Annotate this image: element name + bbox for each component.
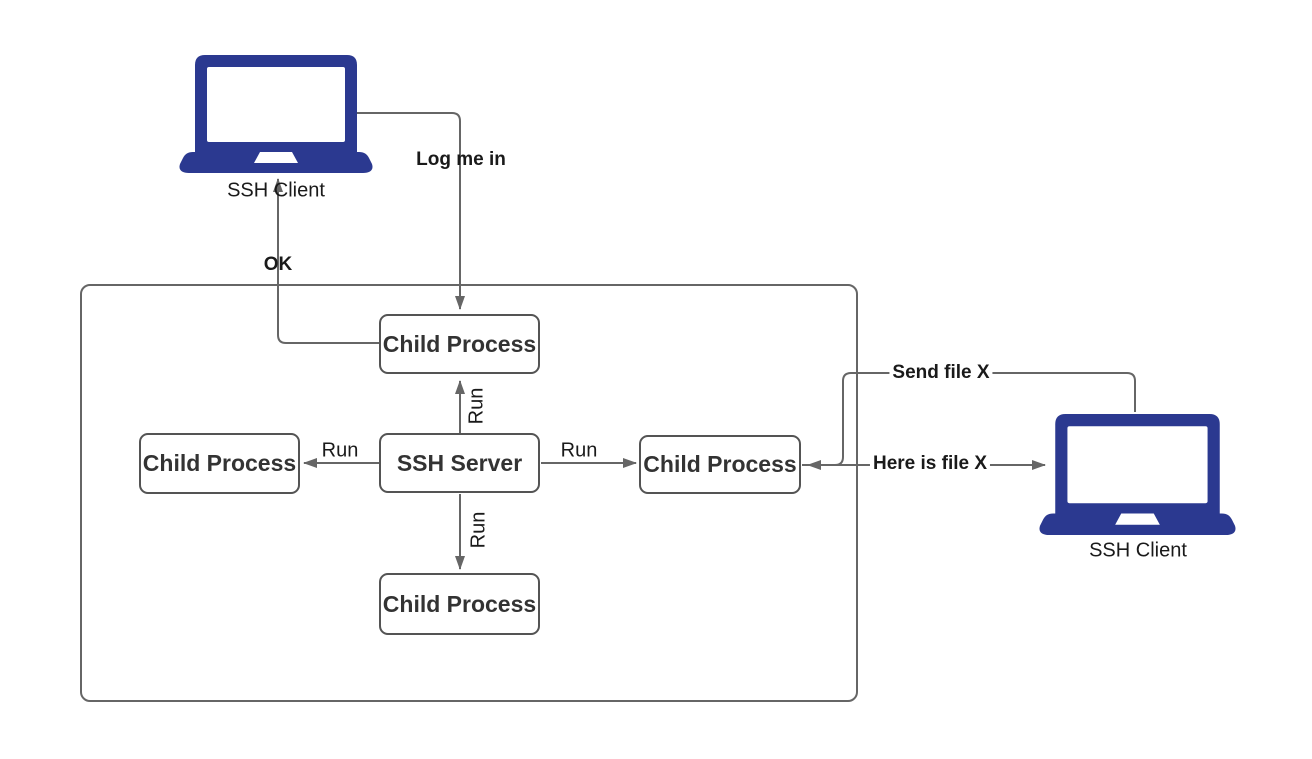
laptop-icon	[1039, 414, 1236, 535]
label-ssh-client-left: SSH Client	[227, 179, 325, 202]
edge-label-send-file-x: Send file X	[889, 362, 993, 384]
edge-label-run-top: Run	[465, 387, 488, 425]
server-boundary-box	[80, 284, 858, 702]
edge-label-run-right: Run	[560, 439, 598, 462]
edge-label-ok: OK	[263, 254, 293, 275]
node-child-process-bottom: Child Process	[379, 573, 540, 635]
laptop-icon-art	[1039, 414, 1236, 535]
node-label: Child Process	[382, 330, 537, 357]
node-label: Child Process	[382, 590, 537, 617]
edge-label-log-me-in: Log me in	[416, 149, 506, 170]
node-child-process-left: Child Process	[139, 433, 300, 494]
edge-log-me-in	[356, 112, 465, 310]
edge-label-run-left: Run	[321, 439, 359, 462]
node-label: Child Process	[142, 450, 297, 476]
edge-ok	[273, 178, 379, 344]
node-label: Child Process	[643, 451, 797, 477]
laptop-icon-art	[179, 55, 373, 173]
node-child-process-top: Child Process	[379, 314, 540, 374]
node-label: SSH Server	[396, 449, 523, 476]
edge-send-file-x	[807, 372, 1136, 470]
node-child-process-right: Child Process	[639, 435, 801, 494]
node-ssh-server: SSH Server	[379, 433, 540, 493]
laptop-icon	[179, 55, 373, 173]
label-ssh-client-right: SSH Client	[1089, 539, 1187, 562]
edge-label-run-bottom: Run	[467, 511, 490, 549]
edge-label-here-is-file-x: Here is file X	[869, 453, 991, 475]
